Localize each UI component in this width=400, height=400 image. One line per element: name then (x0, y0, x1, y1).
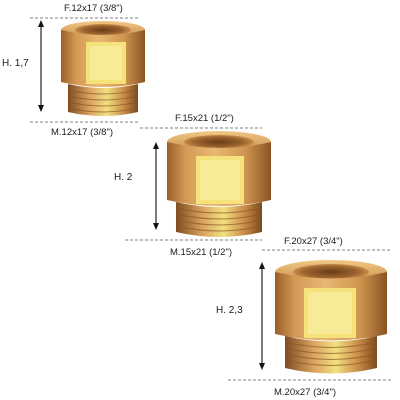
fitting-1-height-arrow (38, 20, 44, 112)
fitting-2-body (167, 131, 271, 237)
fitting-2-height-arrow (153, 142, 159, 230)
fitting-2-top-label: F.15x21 (1/2") (175, 113, 234, 124)
fitting-1: F.12x17 (3/8") M.12x17 (3/8") H. 1,7 (2, 3, 145, 138)
fitting-3-body (275, 260, 387, 374)
fitting-2: F.15x21 (1/2") M.15x21 (1/2") H. 2 (114, 113, 271, 258)
fitting-3-height-arrow (259, 262, 265, 370)
fitting-1-top-label: F.12x17 (3/8") (64, 3, 123, 14)
fitting-1-height-label: H. 1,7 (2, 58, 29, 69)
fitting-3-height-label: H. 2,3 (216, 305, 243, 316)
fitting-1-bottom-label: M.12x17 (3/8") (51, 127, 113, 138)
fitting-3-bottom-label: M.20x27 (3/4") (274, 387, 336, 398)
fitting-3-top-label: F.20x27 (3/4") (284, 236, 343, 247)
fitting-2-bottom-label: M.15x21 (1/2") (170, 247, 232, 258)
fitting-3: F.20x27 (3/4") M.20x27 (3/4") H. 2,3 (216, 236, 392, 398)
fitting-2-height-label: H. 2 (114, 172, 133, 183)
fitting-1-body (61, 21, 145, 116)
